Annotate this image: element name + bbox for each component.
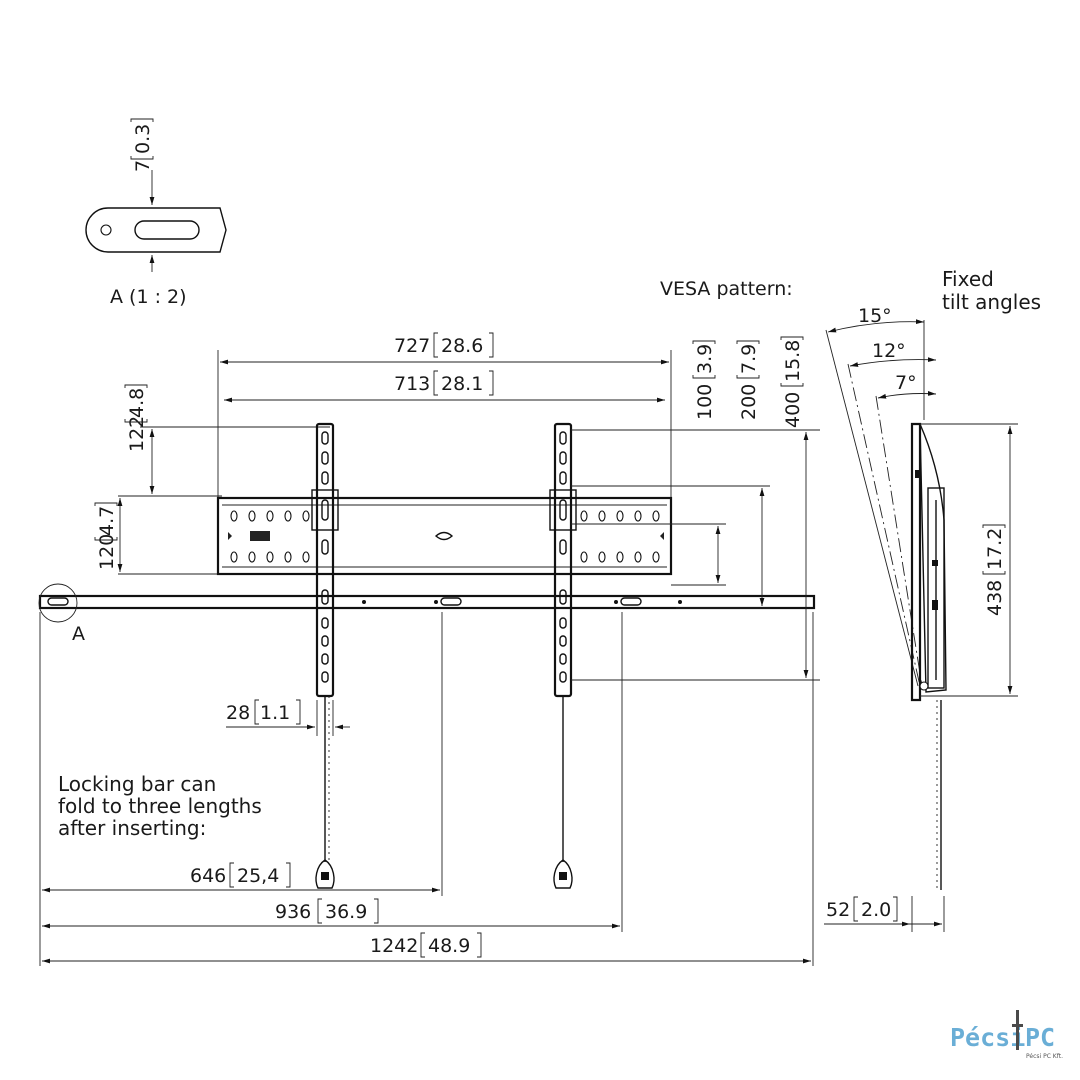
tilt-angle-3: 7° (895, 372, 917, 394)
width-inner-value: 713 (394, 373, 430, 395)
locking-note-line2: fold to three lengths (58, 794, 262, 818)
top-offset-value: 122 (126, 416, 148, 452)
side-depth-value: 52 (826, 899, 850, 921)
vesa-200-inch: 7.9 (738, 344, 760, 374)
detail-label: A (1 : 2) (110, 286, 187, 308)
svg-text:7: 7 (132, 160, 154, 172)
tilt-heading-line1: Fixed (942, 267, 994, 291)
vesa-heading: VESA pattern: (660, 278, 793, 300)
front-view: 727 28.6 713 28.1 122 4.8 120 4.7 (38, 332, 820, 966)
left-bracket-arm (311, 422, 339, 889)
vesa-400-inch: 15.8 (782, 340, 804, 382)
locking-note-line1: Locking bar can (58, 772, 216, 796)
right-bracket-arm (549, 422, 577, 889)
side-height-value: 438 (984, 580, 1006, 616)
vesa-400-value: 400 (782, 392, 804, 428)
bar-length-2-inch: 36.9 (325, 901, 367, 923)
detail-thickness-inch: 0.3 (132, 124, 154, 154)
brand-logo: Pécsi PC Pécsi PC Kft. (950, 1010, 1063, 1060)
brand-name-part1: Pécsi (950, 1023, 1025, 1052)
plate-slots-right (580, 510, 664, 563)
bar-length-3-inch: 48.9 (428, 935, 470, 957)
bar-length-2-value: 936 (275, 901, 311, 923)
detail-thickness-value: 7 (132, 160, 154, 172)
tilt-angle-1: 15° (858, 305, 892, 327)
side-height-inch: 17.2 (984, 528, 1006, 570)
plate-slots-left (228, 510, 310, 563)
width-outer-value: 727 (394, 335, 430, 357)
locking-note-line3: after inserting: (58, 816, 206, 840)
plate-height-value: 120 (96, 534, 118, 570)
arm-width-value: 28 (226, 702, 250, 724)
width-outer-inch: 28.6 (441, 335, 483, 357)
detail-a-view: 7 0.3 A (1 : 2) (85, 118, 227, 308)
tower-icon (1016, 1010, 1019, 1050)
width-inner-inch: 28.1 (441, 373, 483, 395)
tilt-heading-line2: tilt angles (942, 290, 1041, 314)
bar-length-1-inch: 25,4 (237, 865, 279, 887)
vesa-100-inch: 3.9 (694, 344, 716, 374)
vesa-200-value: 200 (738, 384, 760, 420)
plate-height-inch: 4.7 (96, 506, 118, 536)
side-depth-inch: 2.0 (861, 899, 891, 921)
vesa-100-value: 100 (694, 384, 716, 420)
arm-width-inch: 1.1 (260, 702, 290, 724)
tilt-angle-2: 12° (872, 340, 906, 362)
detail-thickness-dim: 7 0.3 (130, 118, 154, 172)
top-offset-inch: 4.8 (126, 388, 148, 418)
wall-plate (216, 496, 673, 576)
bar-length-1-value: 646 (190, 865, 226, 887)
locking-bar (38, 594, 816, 610)
bar-length-3-value: 1242 (370, 935, 418, 957)
brand-name-part2: PC (1025, 1023, 1055, 1052)
side-view: 15° 12° 7° 438 17.2 52 2.0 (824, 305, 1018, 932)
detail-callout-letter: A (72, 623, 85, 645)
svg-text:0.3: 0.3 (132, 124, 154, 154)
brand-tagline: Pécsi PC Kft. (1026, 1053, 1063, 1060)
